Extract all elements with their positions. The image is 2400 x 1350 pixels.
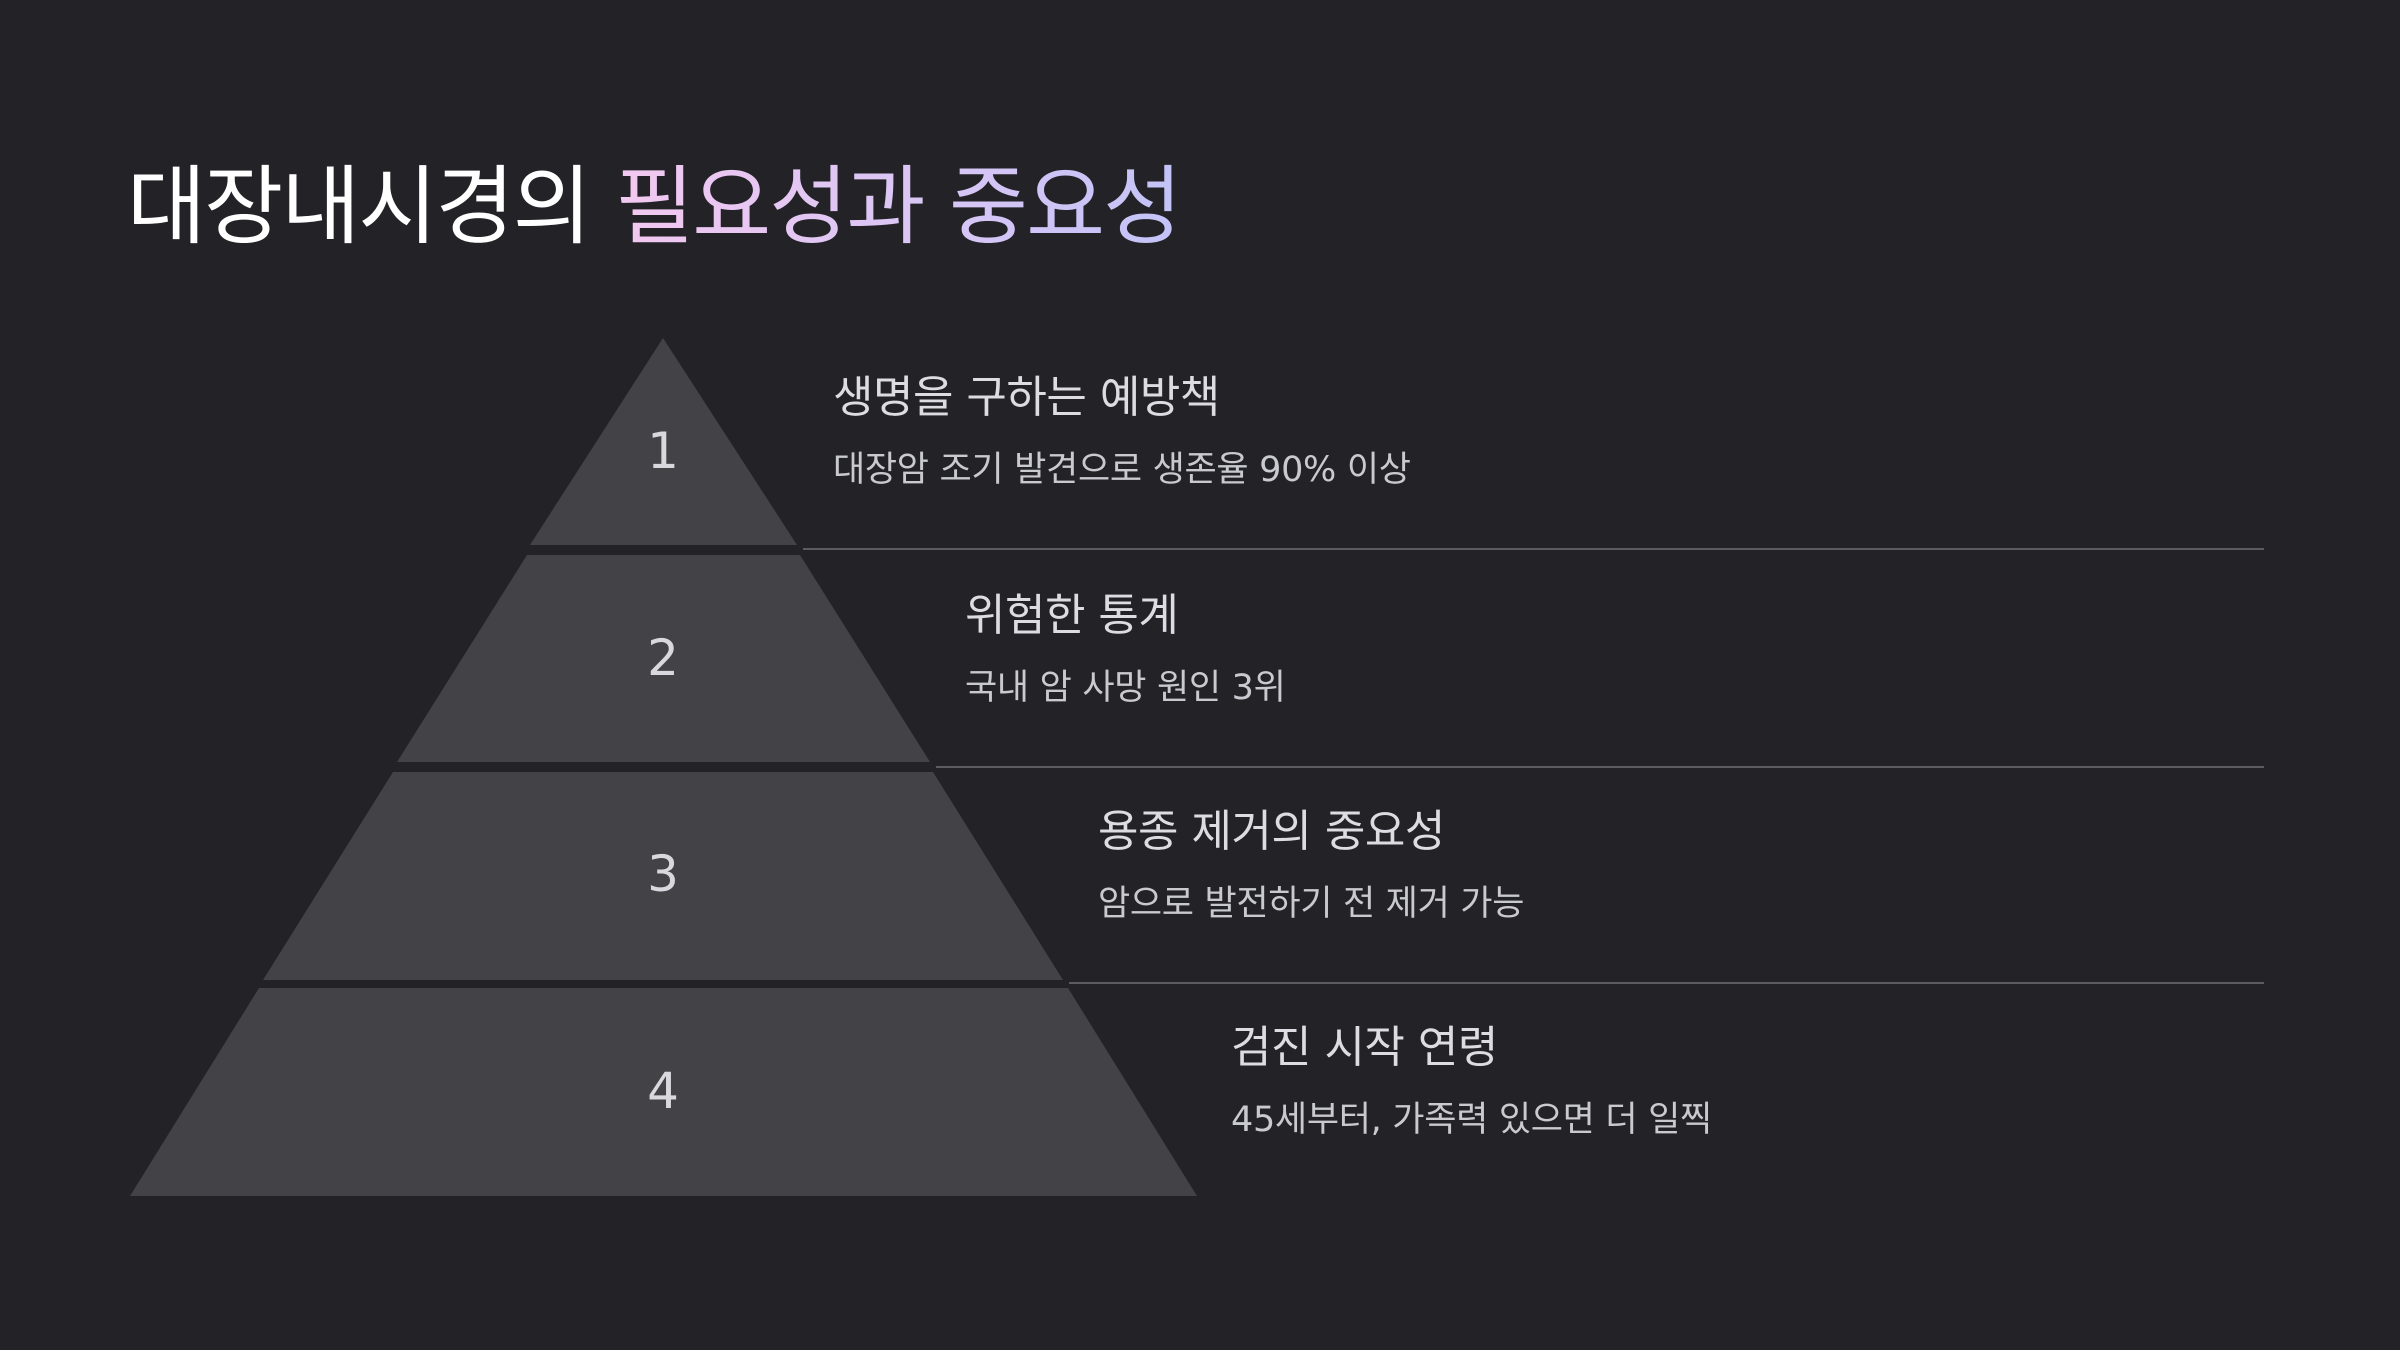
tier-number-4: 4: [647, 1062, 679, 1120]
tier-item-4: 검진 시작 연령 45세부터, 가족력 있으면 더 일찍: [1231, 1020, 1712, 1144]
page-title: 대장내시경의 필요성과 중요성: [127, 152, 1182, 262]
tier-description-2: 국내 암 사망 원인 3위: [965, 668, 1286, 708]
page-title-part1: 대장내시경의: [127, 157, 616, 257]
tier-description-3: 암으로 발전하기 전 제거 가능: [1098, 884, 1525, 924]
pyramid-tier-4: [130, 988, 1197, 1196]
tier-number-2: 2: [647, 629, 679, 687]
page-title-part2: 필요성과 중요성: [615, 157, 1182, 257]
tier-number-1: 1: [647, 422, 679, 480]
tier-description-4: 45세부터, 가족력 있으면 더 일찍: [1231, 1100, 1712, 1140]
pyramid-tier-1: [530, 338, 797, 545]
tier-item-3: 용종 제거의 중요성 암으로 발전하기 전 제거 가능: [1098, 804, 1524, 928]
tier-item-2: 위험한 통계 국내 암 사망 원인 3위: [965, 588, 1286, 712]
tier-title-3: 용종 제거의 중요성: [1098, 806, 1445, 857]
tier-number-3: 3: [647, 845, 679, 903]
tier-title-1: 생명을 구하는 예방책: [833, 372, 1220, 423]
pyramid-tier-2: [397, 555, 930, 762]
tier-item-1: 생명을 구하는 예방책 대장암 조기 발견으로 생존율 90% 이상: [833, 370, 1411, 494]
pyramid-tier-3: [263, 772, 1063, 980]
tier-description-1: 대장암 조기 발견으로 생존율 90% 이상: [833, 450, 1411, 490]
tier-title-4: 검진 시작 연령: [1231, 1022, 1498, 1073]
tier-title-2: 위험한 통계: [965, 590, 1179, 641]
